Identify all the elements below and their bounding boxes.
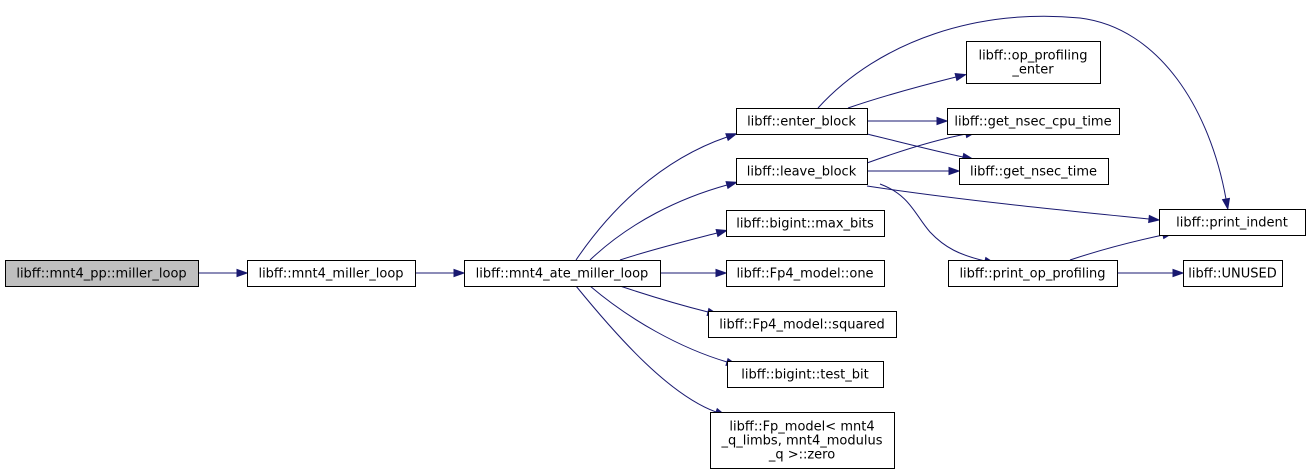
edge-n3-n12 [866, 133, 975, 162]
node-box [1159, 209, 1306, 236]
node-box [710, 412, 895, 469]
arrow-head [1172, 268, 1185, 278]
node-box [1183, 260, 1283, 287]
arrow-head [948, 166, 961, 176]
arrow-head [236, 268, 249, 278]
node-box [464, 260, 661, 287]
node-label: libff::get_nsec_cpu_time [954, 115, 1111, 130]
node-box [736, 108, 868, 135]
arrow-head [954, 73, 968, 82]
node-box [966, 41, 1101, 84]
graph-node-n5[interactable]: libff::bigint::max_bits [726, 210, 885, 237]
edge-n2-n4 [589, 181, 739, 261]
graph-node-n9[interactable]: libff::Fp_model< mnt4_q_limbs, mnt4_modu… [710, 412, 895, 469]
edge-line [847, 76, 957, 109]
edge-line [879, 183, 986, 262]
graph-node-n2[interactable]: libff::mnt4_ate_miller_loop [464, 260, 661, 287]
node-label: libff::op_profiling [978, 49, 1087, 64]
node-label: libff::Fp4_model::squared [719, 318, 884, 333]
edge-n3-n13 [817, 15, 1231, 211]
edge-n3-n10 [847, 73, 968, 109]
graph-node-n7[interactable]: libff::Fp4_model::squared [708, 311, 897, 338]
edge-n4-n12 [867, 166, 961, 176]
node-label: libff::Fp_model< mnt4 [729, 420, 874, 435]
edge-n14-n13 [1069, 230, 1175, 261]
node-label: libff::UNUSED [1188, 267, 1276, 282]
node-box [726, 260, 885, 287]
arrow-head [715, 229, 729, 238]
arrow-head [1221, 197, 1231, 211]
edge-n0-n1 [198, 268, 249, 278]
edge-n14-n15 [1117, 268, 1185, 278]
graph-node-n13[interactable]: libff::print_indent [1159, 209, 1306, 236]
arrow-head [725, 181, 739, 190]
graph-node-n14[interactable]: libff::print_op_profiling [948, 260, 1118, 287]
node-box [247, 260, 416, 287]
graph-node-n12[interactable]: libff::get_nsec_time [959, 158, 1109, 185]
nodes-layer: libff::mnt4_pp::miller_loop libff::mnt4_m… [5, 41, 1306, 469]
edge-line [575, 285, 717, 413]
graph-node-n4[interactable]: libff::leave_block [736, 158, 868, 185]
edge-line [866, 133, 967, 164]
graph-node-n1[interactable]: libff::mnt4_miller_loop [247, 260, 416, 287]
edge-n2-n7 [619, 285, 720, 316]
arrow-head [453, 268, 466, 278]
node-label: libff::Fp4_model::one [736, 267, 873, 282]
node-box [708, 311, 897, 338]
graph-node-n0[interactable]: libff::mnt4_pp::miller_loop [5, 260, 199, 287]
edges-layer [198, 15, 1231, 417]
node-box [727, 361, 884, 388]
node-label: libff::mnt4_miller_loop [258, 267, 403, 282]
node-label: libff::mnt4_ate_miller_loop [476, 267, 649, 282]
edge-n2-n9 [575, 285, 727, 417]
arrow-head [1148, 214, 1161, 224]
edge-n2-n3 [575, 133, 738, 261]
node-label: _q_limbs, mnt4_modulus [721, 434, 883, 449]
edge-line [619, 285, 709, 313]
node-box [959, 158, 1109, 185]
edge-n3-n11 [867, 116, 949, 126]
edge-line [866, 185, 1150, 220]
node-box [948, 260, 1118, 287]
edge-line [589, 285, 728, 363]
graph-node-n8[interactable]: libff::bigint::test_bit [727, 361, 884, 388]
arrow-head [725, 133, 738, 142]
edge-line [1069, 234, 1164, 261]
arrow-head [715, 268, 728, 278]
node-label: libff::bigint::max_bits [736, 217, 874, 232]
edge-line [817, 15, 1227, 200]
edge-n2-n5 [619, 229, 729, 261]
graph-node-n11[interactable]: libff::get_nsec_cpu_time [947, 108, 1120, 135]
edge-line [575, 136, 728, 261]
node-label: _enter [1011, 63, 1054, 78]
node-box [5, 260, 199, 287]
node-label: libff::enter_block [747, 115, 856, 130]
node-box [947, 108, 1120, 135]
graph-node-n10[interactable]: libff::op_profiling_enter [966, 41, 1101, 84]
node-label: libff::print_indent [1176, 216, 1288, 231]
node-label: libff::mnt4_pp::miller_loop [16, 267, 186, 282]
graph-node-n15[interactable]: libff::UNUSED [1183, 260, 1283, 287]
arrow-head [936, 116, 949, 126]
graph-node-n3[interactable]: libff::enter_block [736, 108, 868, 135]
edge-line [619, 232, 718, 261]
node-label: _q >::zero [768, 448, 835, 463]
edge-line [589, 184, 728, 261]
node-label: libff::bigint::test_bit [741, 368, 868, 383]
graph-node-n6[interactable]: libff::Fp4_model::one [726, 260, 885, 287]
node-label: libff::leave_block [747, 165, 857, 180]
edge-n4-n13 [866, 185, 1161, 224]
node-box [726, 210, 885, 237]
edge-n2-n6 [660, 268, 728, 278]
node-box [736, 158, 868, 185]
node-label: libff::get_nsec_time [970, 165, 1097, 180]
node-label: libff::print_op_profiling [959, 267, 1105, 282]
edge-n1-n2 [415, 268, 466, 278]
